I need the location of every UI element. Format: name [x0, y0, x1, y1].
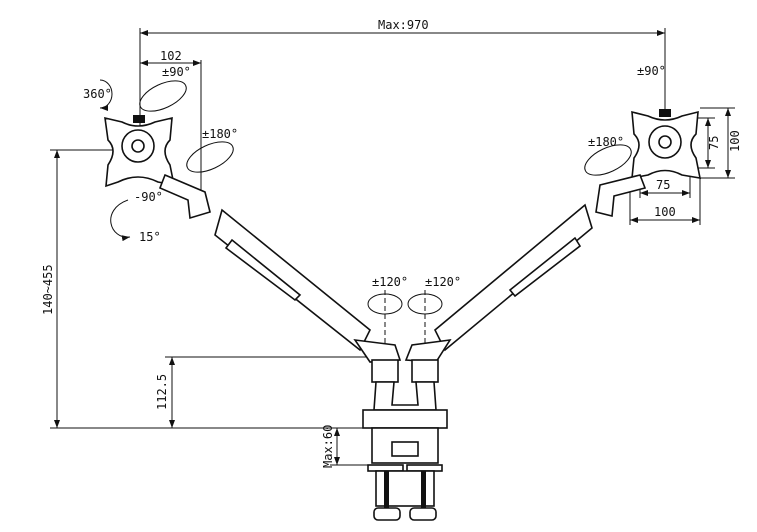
left-rotate-label: 360° [83, 87, 112, 101]
vesa-small-v-label: 75 [707, 136, 721, 150]
base-right-swivel-label: ±120° [425, 275, 461, 289]
clamp-thickness-label: Max:60 [321, 425, 335, 468]
right-vesa-plate [631, 109, 702, 179]
right-swivel-label: ±90° [637, 64, 666, 78]
base-left-swivel-label: ±120° [372, 275, 408, 289]
left-arm [158, 173, 402, 363]
right-arm [404, 174, 647, 363]
desk-clamp-base [362, 359, 448, 521]
left-tilt-down-label: 15° [139, 230, 161, 244]
vesa-large-h-label: 100 [654, 205, 676, 219]
max-reach-label: Max:970 [378, 18, 429, 32]
rotation-arrows [99, 79, 632, 315]
height-range-label: 140~455 [41, 264, 55, 315]
pivot-offset-label: 102 [160, 49, 182, 63]
right-arm-swivel-label: ±180° [588, 135, 624, 149]
vesa-large-v-label: 100 [728, 130, 742, 152]
left-arm-swivel-label: ±180° [202, 127, 238, 141]
left-vesa-plate [104, 115, 176, 188]
left-tilt-up-label: -90° [134, 190, 163, 204]
base-height-label: 112.5 [155, 374, 169, 410]
left-swivel-label: ±90° [162, 65, 191, 79]
vesa-small-h-label: 75 [656, 178, 670, 192]
